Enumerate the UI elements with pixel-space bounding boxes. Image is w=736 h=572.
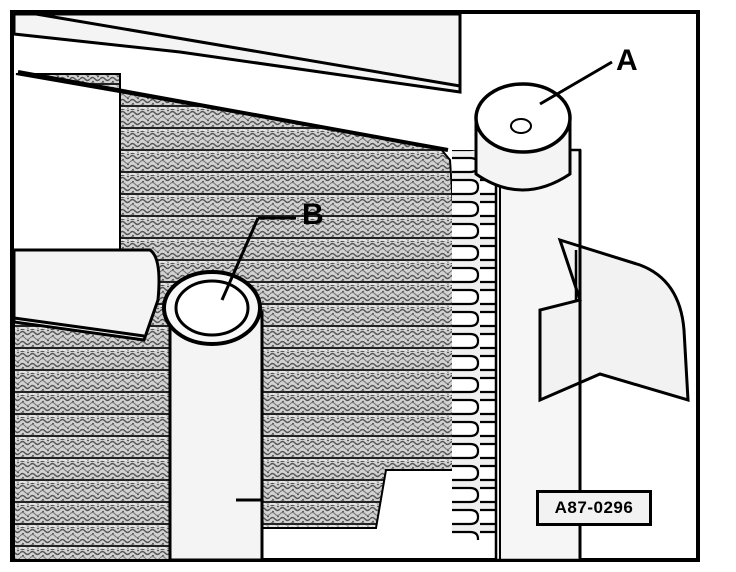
pin-b xyxy=(162,270,264,562)
callout-label-b: B xyxy=(302,198,324,231)
pin-b-step xyxy=(236,498,264,560)
left-lower-plate-edge xyxy=(13,316,145,338)
leader-line-a xyxy=(539,60,613,106)
pin-a xyxy=(474,82,572,192)
upper-frame-plate xyxy=(12,12,462,94)
pin-b-inner xyxy=(174,279,250,337)
callout-label-a: A xyxy=(616,44,638,77)
pin-b-body xyxy=(168,310,264,562)
left-lower-plate xyxy=(12,248,161,342)
upper-frame-edge xyxy=(35,12,461,88)
core-top-border xyxy=(17,70,449,152)
reference-code-box: A87-0296 xyxy=(536,490,652,526)
pin-a-hole xyxy=(510,118,532,134)
leader-line-b-diag xyxy=(220,217,260,301)
